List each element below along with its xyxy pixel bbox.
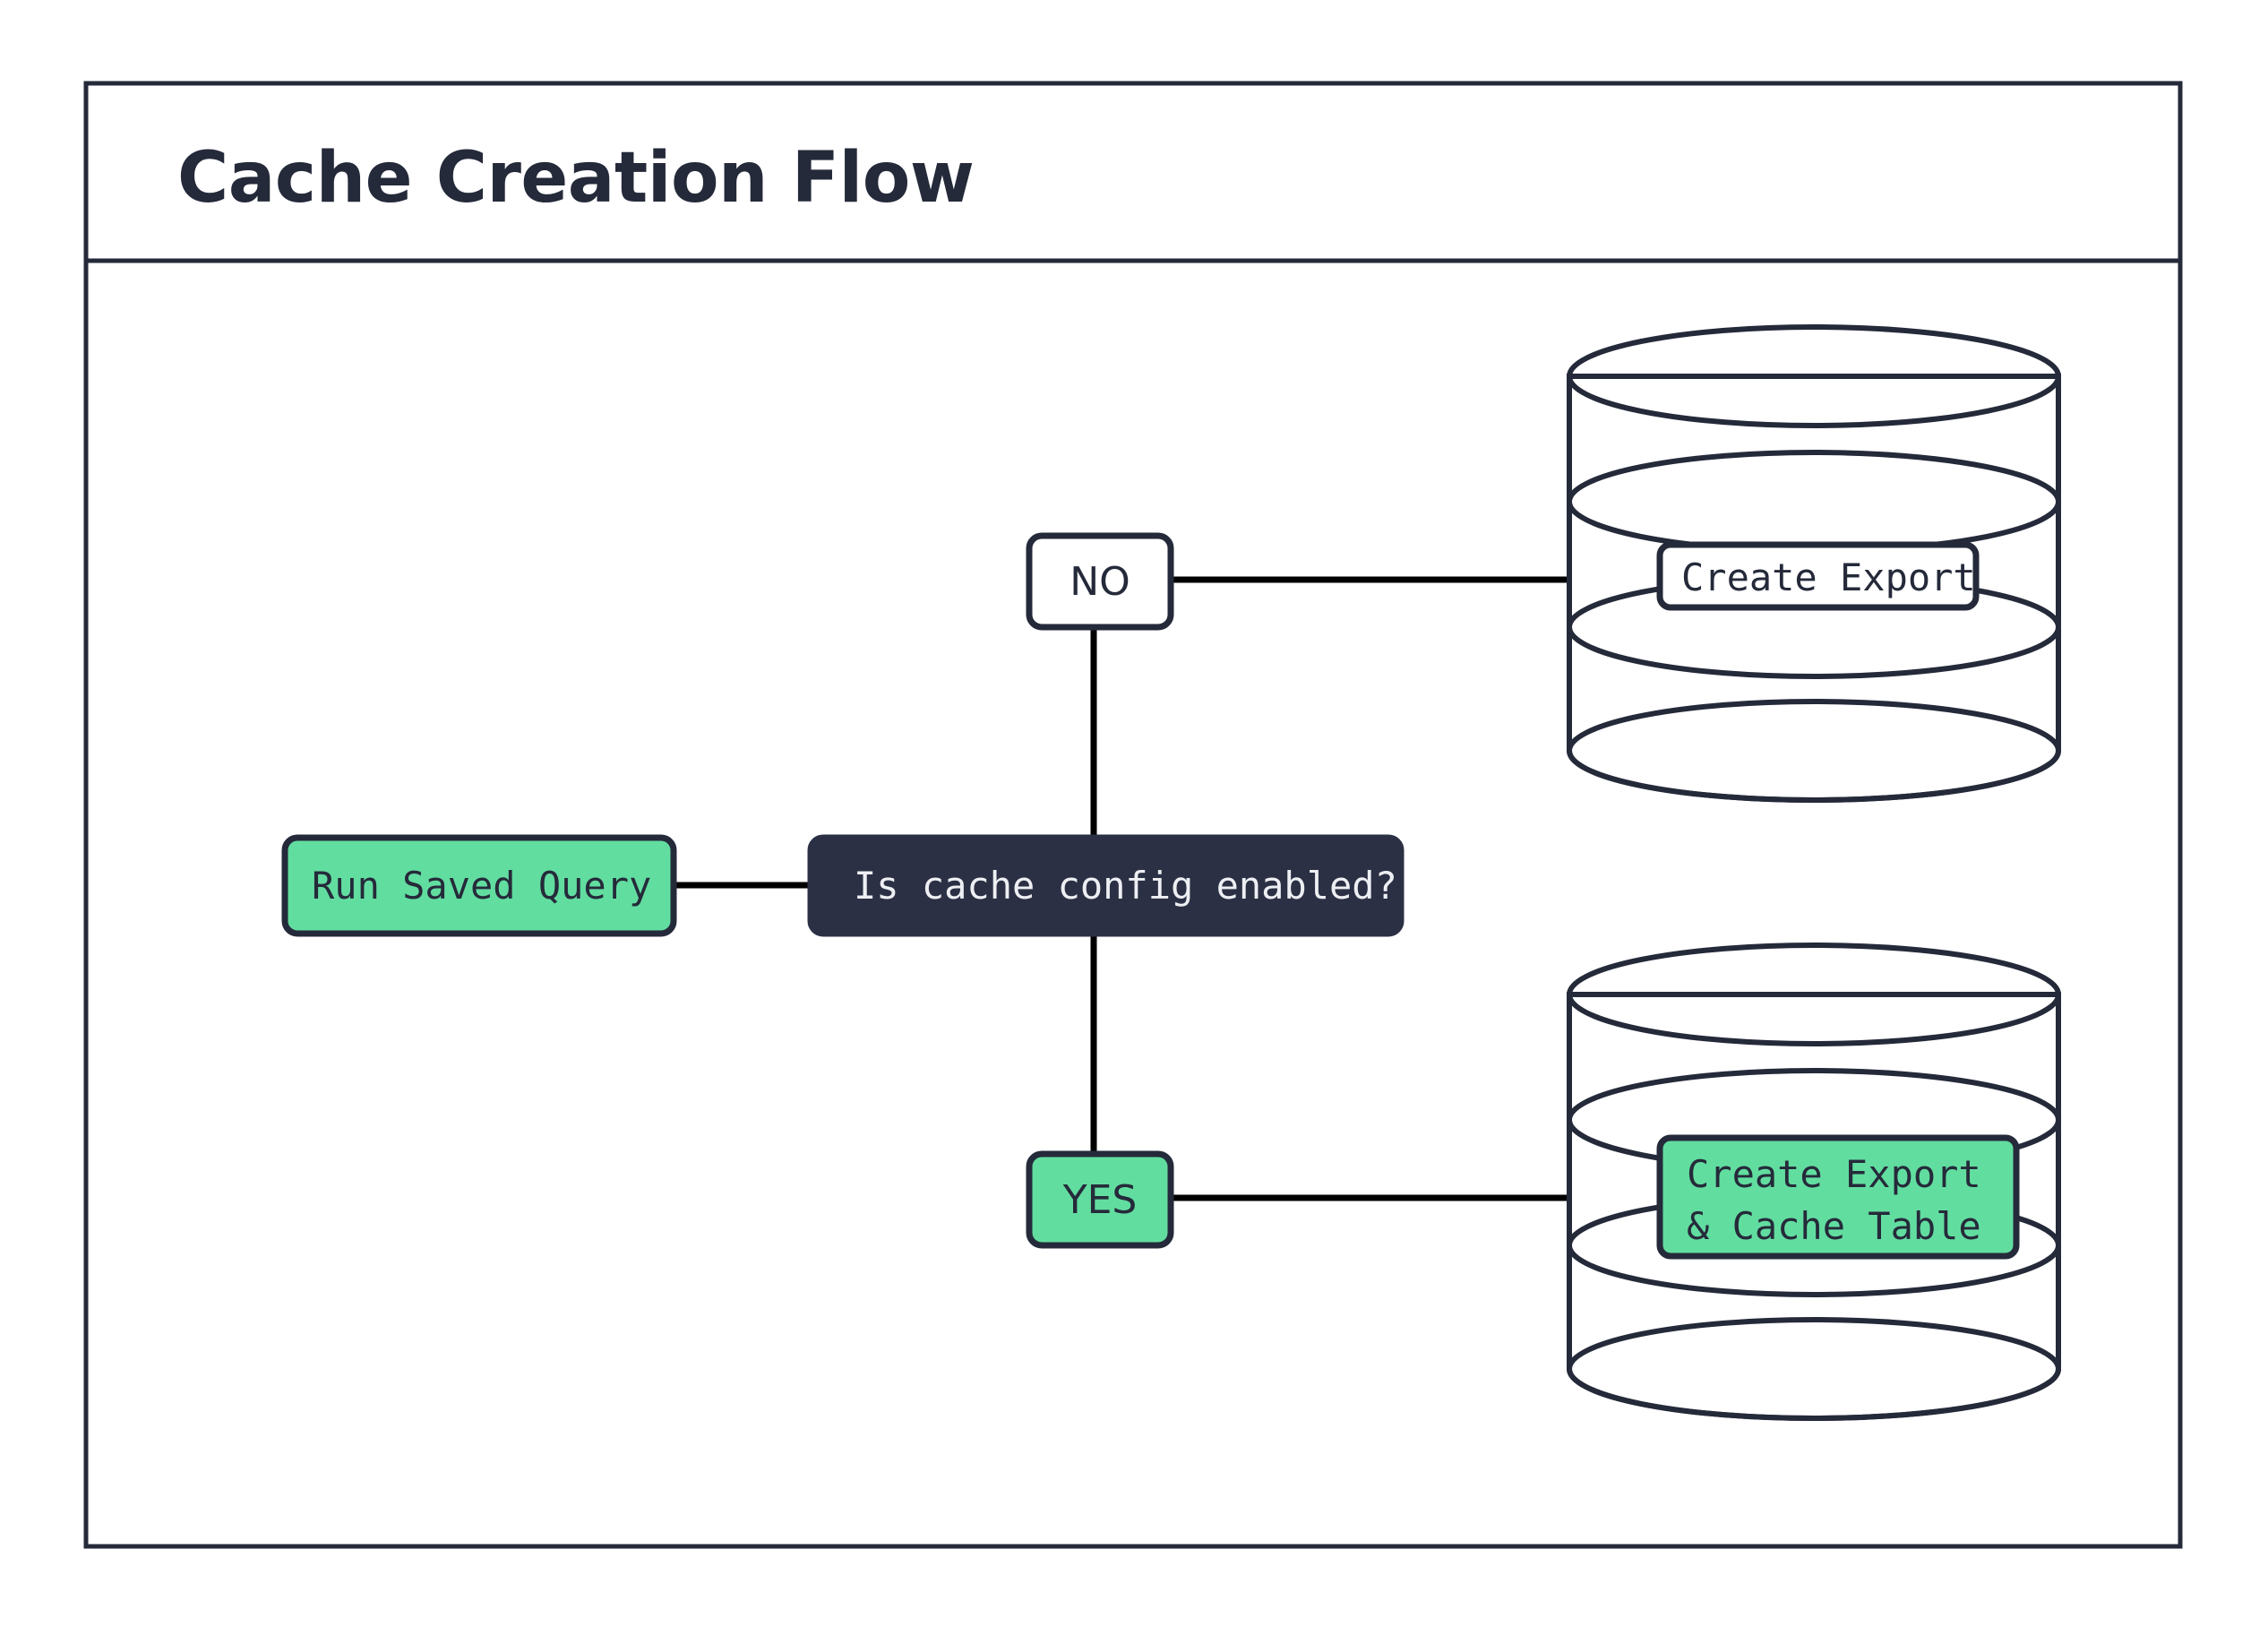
node-branch-yes[interactable]: YES [1026,1150,1174,1249]
db-cache-table-label-box[interactable] [1656,1134,2020,1260]
database-create-export[interactable]: Create Export [1567,324,2061,803]
cylinder-disc-4 [1567,1317,2061,1421]
run-saved-query-box[interactable] [281,834,677,937]
cylinder-disc-1 [1567,324,2061,428]
node-run-saved-query[interactable]: Run Saved Query [281,834,677,937]
db-cache-table-label-line-1: Create Export [1687,1152,1981,1196]
decision-label: Is cache config enabled? [854,864,1397,908]
branch-yes-label: YES [1062,1177,1138,1223]
cylinder-disc-4 [1567,699,2061,803]
branch-no-box[interactable] [1026,532,1174,631]
db-create-export-label-box[interactable] [1656,541,1980,611]
decision-box[interactable] [807,834,1405,937]
run-saved-query-label: Run Saved Query [312,864,651,908]
db-cache-table-label-line-2: & Cache Table [1687,1204,1981,1248]
cylinder-disc-1 [1567,943,2061,1046]
branch-no-label: NO [1070,559,1130,605]
diagram-frame [83,81,2183,1549]
page-title: Cache Creation Flow [177,138,974,219]
node-branch-no[interactable]: NO [1026,532,1174,631]
database-create-export-cache-table[interactable]: Create Export & Cache Table [1567,943,2061,1421]
db-create-export-label: Create Export [1681,555,1976,599]
branch-yes-box[interactable] [1026,1150,1174,1249]
node-decision[interactable]: Is cache config enabled? [807,834,1405,937]
